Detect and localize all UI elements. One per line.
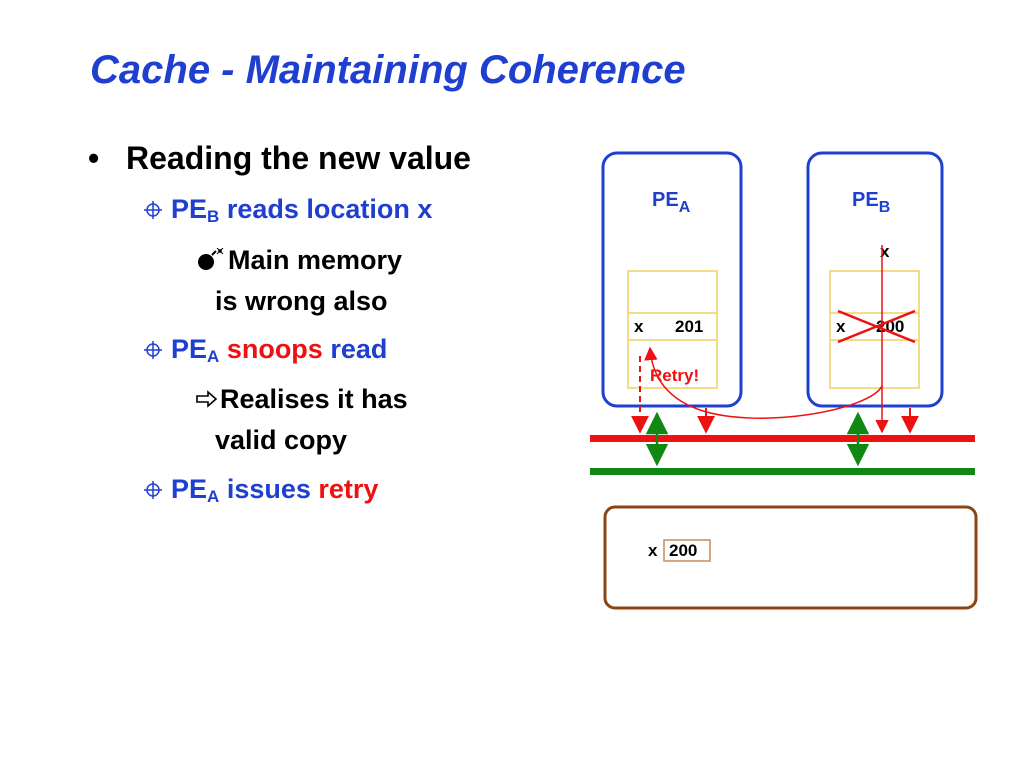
bullet-main-text: Reading the new value bbox=[126, 140, 471, 176]
snoop-curve-arrow bbox=[644, 346, 883, 419]
address-bus-red bbox=[590, 435, 975, 442]
reads-location-text: reads location x bbox=[219, 194, 433, 224]
pe-a-label: PEA bbox=[652, 189, 691, 216]
invalid-cross-line bbox=[837, 309, 916, 344]
bullet-list: •Reading the new value PEB reads locatio… bbox=[88, 140, 471, 507]
pe-text: PE bbox=[171, 334, 208, 364]
sub-bullet-pe-b-reads: PEB reads location x bbox=[143, 194, 432, 227]
retry-label: Retry! bbox=[650, 366, 699, 385]
main-memory-box bbox=[603, 505, 978, 610]
bullet-main: • Reading the new value bbox=[88, 140, 471, 177]
invalid-cross-line bbox=[837, 309, 916, 344]
pe-b-cache: x 200 bbox=[829, 270, 920, 389]
pe-a-box bbox=[601, 151, 743, 408]
circle-crosshair-icon bbox=[143, 194, 171, 225]
pe-b-cache-var: x bbox=[836, 317, 846, 336]
pe-a-cache-var: x bbox=[634, 317, 644, 336]
memory-value: 200 bbox=[669, 541, 697, 560]
pe-text: PE bbox=[171, 474, 208, 504]
pe-b-box bbox=[806, 151, 944, 408]
sub-bullet-pe-a-snoops: PEA snoops read bbox=[143, 334, 387, 367]
pe-a-cache-value: 201 bbox=[675, 317, 703, 336]
circle-crosshair-icon bbox=[143, 334, 171, 365]
pe-b-label: PEB bbox=[852, 189, 890, 216]
data-bus-green bbox=[590, 468, 975, 475]
pe-subscript: A bbox=[207, 347, 220, 366]
memory-cell bbox=[663, 539, 711, 562]
read-text: read bbox=[322, 334, 388, 364]
pe-b-cache-value: 200 bbox=[876, 317, 904, 336]
retry-text: retry bbox=[318, 474, 379, 504]
pe-text: PE bbox=[171, 194, 208, 224]
snoops-text: snoops bbox=[219, 334, 323, 364]
pe-subscript: B bbox=[207, 207, 220, 226]
sub-bullet-pe-a-issues: PEA issues retry bbox=[143, 474, 378, 507]
arrow-right-outline-icon bbox=[196, 384, 220, 415]
note-realises: Realises it has bbox=[196, 384, 408, 415]
note-main-memory: Main memory bbox=[196, 245, 402, 276]
pe-b-request-label: x bbox=[880, 242, 890, 261]
note-realises-line2: valid copy bbox=[215, 425, 348, 455]
bomb-icon bbox=[196, 245, 228, 276]
note-realises-line1: Realises it has bbox=[220, 384, 408, 414]
bullet-dot-icon: • bbox=[88, 140, 100, 176]
pe-subscript: A bbox=[207, 487, 220, 506]
note-main-memory-line2: is wrong also bbox=[215, 286, 388, 316]
memory-var: x bbox=[648, 541, 658, 560]
pe-a-cache: x 201 bbox=[627, 270, 718, 389]
circle-crosshair-icon bbox=[143, 474, 171, 505]
issues-text: issues bbox=[219, 474, 319, 504]
slide-title: Cache - Maintaining Coherence bbox=[90, 48, 686, 92]
note-main-memory-line1: Main memory bbox=[228, 245, 403, 275]
